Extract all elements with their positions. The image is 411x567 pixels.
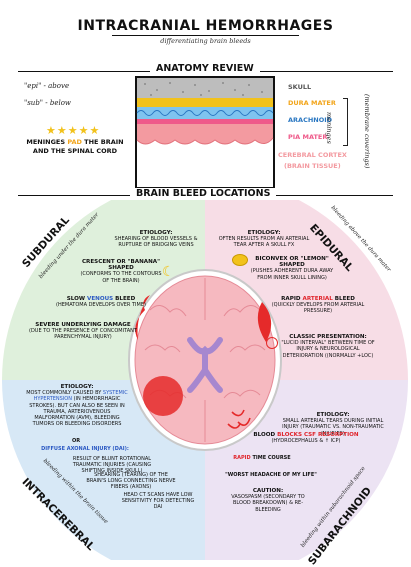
intracerebral-etiology-label: ETIOLOGY: [60, 384, 94, 390]
subdural-info: ETIOLOGY: SHEARING OF BLOOD VESSELS & RU… [110, 230, 202, 249]
epidural-classic-block: CLASSIC PRESENTATION: "LUCID INTERVAL" B… [276, 334, 380, 359]
subdural-shape: CRESCENT OR "BANANA" SHAPED [81, 259, 161, 272]
meninges-bracket [343, 98, 348, 146]
arachnoid-layer [137, 107, 273, 119]
dai-point-2: SHEARING (TEARING) OF THE BRAIN'S LONG C… [86, 472, 176, 491]
intracerebral-etiology-b: SYSTEMIC HYPERTENSION [33, 390, 128, 403]
subdural-damage: SEVERE UNDERLYING DAMAGE [35, 322, 131, 328]
anatomy-heading: ANATOMY REVIEW [150, 63, 260, 74]
cerebral-cortex-label: CEREBRAL CORTEX [278, 151, 347, 159]
page-title: INTRACRANIAL HEMORRHAGES [77, 18, 334, 34]
epidural-bleed-block: RAPID ARTERIAL BLEED (QUICKLY DEVELOPS F… [268, 296, 368, 315]
subdural-shape-block: CRESCENT OR "BANANA" SHAPED (CONFORMS TO… [80, 259, 162, 284]
meninges-diagram [135, 76, 275, 189]
subdural-etiology: SHEARING OF BLOOD VESSELS & RUPTURE OF B… [114, 236, 198, 249]
subdural-bleed-note: (HEMATOMA DEVELOPS OVER TIME) [56, 302, 146, 309]
pia-mater-label: PIA MATER [288, 133, 328, 141]
ventricles [187, 337, 223, 393]
subarachnoid-etiology: SMALL ARTERIAL TEARS DURING INITIAL INJU… [282, 418, 384, 437]
title-underline [112, 35, 299, 36]
subdural-damage-block: SEVERE UNDERLYING DAMAGE (DUE TO THE PRE… [28, 322, 138, 341]
locations-heading: BRAIN BLEED LOCATIONS [130, 188, 277, 199]
intracerebral-etiology-c: (IN HEMORRHAGIC STROKES). BUT CAN ALSO B… [29, 396, 125, 428]
epidural-bleed-c: BLEED [334, 296, 355, 302]
pia-layer [137, 119, 273, 124]
epidural-etiology: OFTEN RESULTS FROM AN ARTERIAL TEAR AFTE… [218, 236, 310, 249]
subarachnoid-course-block: RAPID TIME COURSE [222, 455, 302, 461]
epidural-bleed [257, 302, 272, 342]
subarachnoid-csf-b: BLOCKS CSF RESORPTION [277, 432, 359, 438]
dai-point-1: RESULT OF BLUNT ROTATIONAL TRAUMATIC INJ… [72, 456, 152, 475]
dai-heading: DIFFUSE AXONAL INJURY (DAI): [41, 446, 129, 452]
banana-icon: ☾ [162, 264, 175, 280]
subdural-bleed [135, 295, 150, 340]
epidural-shape-note: (PUSHES ADHERENT DURA AWAY FROM INNER SK… [250, 268, 334, 281]
subarachnoid-csf-a: BLOOD [253, 432, 276, 438]
subdural-bleed-c: BLEED [115, 296, 136, 302]
meninges-side-label-a: meninges [325, 112, 333, 144]
cortex-layer [137, 124, 273, 144]
bleed-locations-diagram [2, 200, 408, 560]
epidural-bleed-b: ARTERIAL [302, 296, 333, 302]
epi-note: "epi" - above [24, 82, 70, 90]
subdural-bleed-b: VENOUS [87, 296, 114, 302]
subarachnoid-bleed [227, 409, 251, 429]
membrane-side-label-b: (membrane coverings) [363, 94, 371, 169]
intracerebral-or: OR [71, 438, 81, 444]
subdural-etiology-label: ETIOLOGY: [139, 230, 173, 236]
subarachnoid-etiology-label: ETIOLOGY: [316, 412, 350, 418]
sub-note: "sub" - below [24, 99, 71, 107]
subarachnoid-csf-note: (HYDROCEPHALUS & ↑ ICP) [271, 438, 341, 445]
epidural-etiology-label: ETIOLOGY: [247, 230, 281, 236]
epidural-classic: CLASSIC PRESENTATION: [289, 334, 367, 340]
subdural-shape-note: (CONFORMS TO THE CONTOURS OF THE BRAIN) [80, 271, 162, 284]
clock-icon [266, 337, 278, 349]
epidural-bleed-note: (QUICKLY DEVELOPS FROM ARTERIAL PRESSURE… [271, 302, 365, 315]
dura-layer [137, 98, 273, 107]
subarachnoid-headache: "WORST HEADACHE OF MY LIFE" [225, 472, 317, 478]
dura-mater-label: DURA MATER [288, 99, 336, 107]
skull-layer [137, 78, 273, 98]
membrane-side-label: (membrane coverings) [363, 94, 371, 168]
epidural-info: ETIOLOGY: OFTEN RESULTS FROM AN ARTERIAL… [216, 230, 312, 249]
brain-tissue-label: (BRAIN TISSUE) [284, 162, 341, 170]
lemon-icon [232, 254, 248, 266]
epidural-shape: BICONVEX OR "LEMON" SHAPED [255, 256, 329, 269]
meninges-side-label: meninges [325, 112, 333, 144]
dai-point-3: HEAD CT SCANS HAVE LOW SENSITIVITY FOR D… [121, 492, 195, 511]
arachnoid-label: ARACHNOID [288, 116, 333, 124]
epidural-bleed-a: RAPID [281, 296, 301, 302]
subarachnoid-info: ETIOLOGY: SMALL ARTERIAL TEARS DURING IN… [278, 412, 388, 437]
meninges-note-pad: PAD [67, 138, 82, 146]
intracerebral-etiology-a: MOST COMMONLY CAUSED BY [26, 390, 102, 397]
subdural-bleed-a: SLOW [66, 296, 86, 302]
epidural-shape-block: BICONVEX OR "LEMON" SHAPED (PUSHES ADHER… [250, 256, 334, 281]
page-subtitle: differentiating brain bleeds [160, 37, 251, 45]
subarachnoid-course-b: TIME COURSE [252, 455, 291, 461]
subarachnoid-csf-block: BLOOD BLOCKS CSF RESORPTION (HYDROCEPHAL… [250, 432, 362, 444]
subdural-bleed-block: SLOW VENOUS BLEED (HEMATOMA DEVELOPS OVE… [50, 296, 152, 308]
subdural-damage-note: (DUE TO THE PRESENCE OF CONCOMITANT PARE… [29, 328, 137, 341]
skull-label: SKULL [288, 83, 312, 91]
epidural-classic-note: "LUCID INTERVAL" BETWEEN TIME OF INJURY … [281, 340, 375, 359]
intracerebral-info: ETIOLOGY: MOST COMMONLY CAUSED BY SYSTEM… [26, 384, 128, 427]
subarachnoid-caution: CAUTION: [252, 488, 284, 494]
rating-stars: ★★★★★ [46, 124, 101, 137]
meninges-note-a: MENINGES [26, 138, 66, 146]
subarachnoid-course-a: RAPID [233, 455, 251, 461]
meninges-note: MENINGES PAD THE BRAIN AND THE SPINAL CO… [22, 138, 128, 156]
subarachnoid-caution-block: CAUTION: VASOSPASM (SECONDARY TO BLOOD B… [222, 488, 314, 513]
subarachnoid-caution-note: VASOSPASM (SECONDARY TO BLOOD BREAKDOWN)… [231, 494, 305, 513]
intracerebral-bleed [143, 376, 183, 416]
meninges-note-b: THE BRAIN AND THE SPINAL CORD [32, 138, 124, 155]
